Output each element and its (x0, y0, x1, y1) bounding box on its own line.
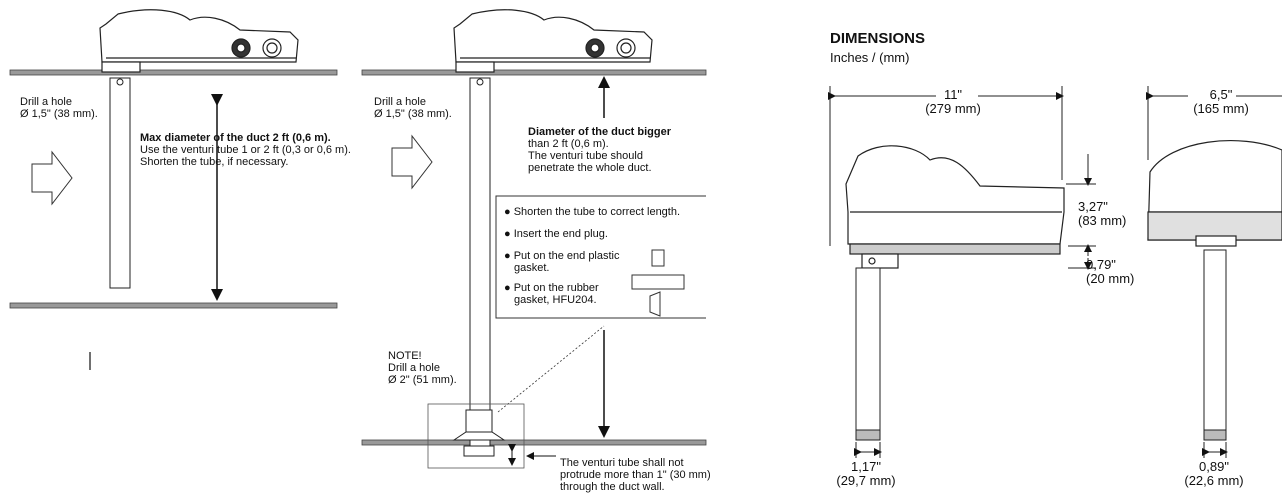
panel1-drill-note: Drill a hole Ø 1,5" (38 mm). (20, 96, 98, 120)
note-line3: Ø 2" (51 mm). (388, 374, 457, 386)
panel2-detail-box (427, 403, 525, 469)
panel1-airflow-arrow (31, 150, 73, 206)
tube2-mm: (22,6 mm) (1184, 473, 1244, 488)
panel2-big-line2: than 2 ft (0,6 m). (528, 138, 609, 150)
note-line2: Drill a hole (388, 362, 440, 374)
panel1-duct-top (9, 69, 338, 76)
step-3-text: Put on the end plastic (513, 250, 620, 262)
depth-in: 6,5" (1209, 87, 1233, 102)
height-in: 3,27" (1078, 199, 1108, 214)
panel1-max-title: Max diameter of the duct 2 ft (0,6 m). (140, 132, 331, 144)
panel2-steps-box (495, 195, 706, 319)
panel1-duct-bottom (9, 302, 338, 309)
panel2-big-line4: penetrate the whole duct. (528, 162, 652, 174)
panel1-venturi-tube (109, 77, 131, 289)
dimension-lines (828, 86, 1282, 458)
panel1-max-diameter-note: Max diameter of the duct 2 ft (0,6 m). U… (140, 132, 351, 168)
flange-in: 0,79" (1086, 257, 1116, 272)
panel2-drill-line1: Drill a hole (374, 96, 426, 108)
panel2-drill-line2: Ø 1,5" (38 mm). (374, 108, 452, 120)
height-dimension: 3,27" (83 mm) (1078, 200, 1150, 228)
flange-dimension: 0,79" (20 mm) (1086, 258, 1158, 286)
width-in: 11" (943, 87, 963, 102)
panel2-step-1: ● Shorten the tube to correct length. (504, 206, 681, 218)
depth-dimension: 6,5" (165 mm) (1176, 88, 1266, 116)
front-view-tube (1203, 249, 1227, 441)
tube1-mm: (29,7 mm) (836, 473, 896, 488)
step-3-text-cont: gasket. (514, 262, 550, 274)
step-1-text: Shorten the tube to correct length. (513, 206, 681, 218)
panel2-detail-parts (452, 409, 506, 457)
panel1-transmitter-housing (99, 9, 299, 73)
panel2-drill-note: Drill a hole Ø 1,5" (38 mm). (374, 96, 452, 120)
panel2-protrude-note: The venturi tube shall not protrude more… (560, 457, 711, 493)
depth-mm: (165 mm) (1193, 101, 1249, 116)
protrude-line2: protrude more than 1" (30 mm) (560, 469, 711, 481)
tube2-in: 0,89" (1199, 459, 1229, 474)
panel2-big-line3: The venturi tube should (528, 150, 643, 162)
note-title: NOTE! (388, 350, 422, 362)
panel1-max-line2: Use the venturi tube 1 or 2 ft (0,3 or 0… (140, 144, 351, 156)
front-view-housing (1147, 140, 1282, 247)
panel2-airflow-arrow (391, 134, 433, 190)
panel2-leader-dotted (497, 325, 605, 413)
panel1-max-line3: Shorten the tube, if necessary. (140, 156, 289, 168)
panel2-duct-top (361, 69, 707, 76)
dimensions-title: DIMENSIONS (830, 30, 926, 47)
dimensions-units: Inches / (mm) (830, 50, 910, 65)
panel2-diameter-note: Diameter of the duct bigger than 2 ft (0… (528, 126, 671, 174)
panel1-drill-line1: Drill a hole (20, 96, 72, 108)
side-view-tube (855, 267, 881, 441)
step-4-text: Put on the rubber (513, 282, 599, 294)
protrude-line3: through the duct wall. (560, 481, 665, 493)
side-view-housing (845, 145, 1065, 269)
panel2-step-icons (631, 249, 685, 317)
tube2-dimension: 0,89" (22,6 mm) (1168, 460, 1260, 488)
panel2-duct-bottom (361, 439, 707, 446)
height-mm: (83 mm) (1078, 213, 1127, 228)
panel2-note: NOTE! Drill a hole Ø 2" (51 mm). (388, 350, 457, 386)
tube1-dimension: 1,17" (29,7 mm) (820, 460, 912, 488)
flange-mm: (20 mm) (1086, 271, 1135, 286)
width-mm: (279 mm) (925, 101, 981, 116)
panel2-venturi-tube (469, 77, 491, 451)
panel2-transmitter-housing (453, 9, 653, 73)
panel1-drill-line2: Ø 1,5" (38 mm). (20, 108, 98, 120)
width-dimension: 11" (279 mm) (908, 88, 998, 116)
panel2-step-2: ● Insert the end plug. (504, 228, 608, 240)
protrude-line1: The venturi tube shall not (560, 457, 684, 469)
step-2-text: Insert the end plug. (513, 228, 608, 240)
panel2-big-title: Diameter of the duct bigger (528, 126, 672, 138)
step-4-text-cont: gasket, HFU204. (514, 294, 597, 306)
tube1-in: 1,17" (851, 459, 881, 474)
